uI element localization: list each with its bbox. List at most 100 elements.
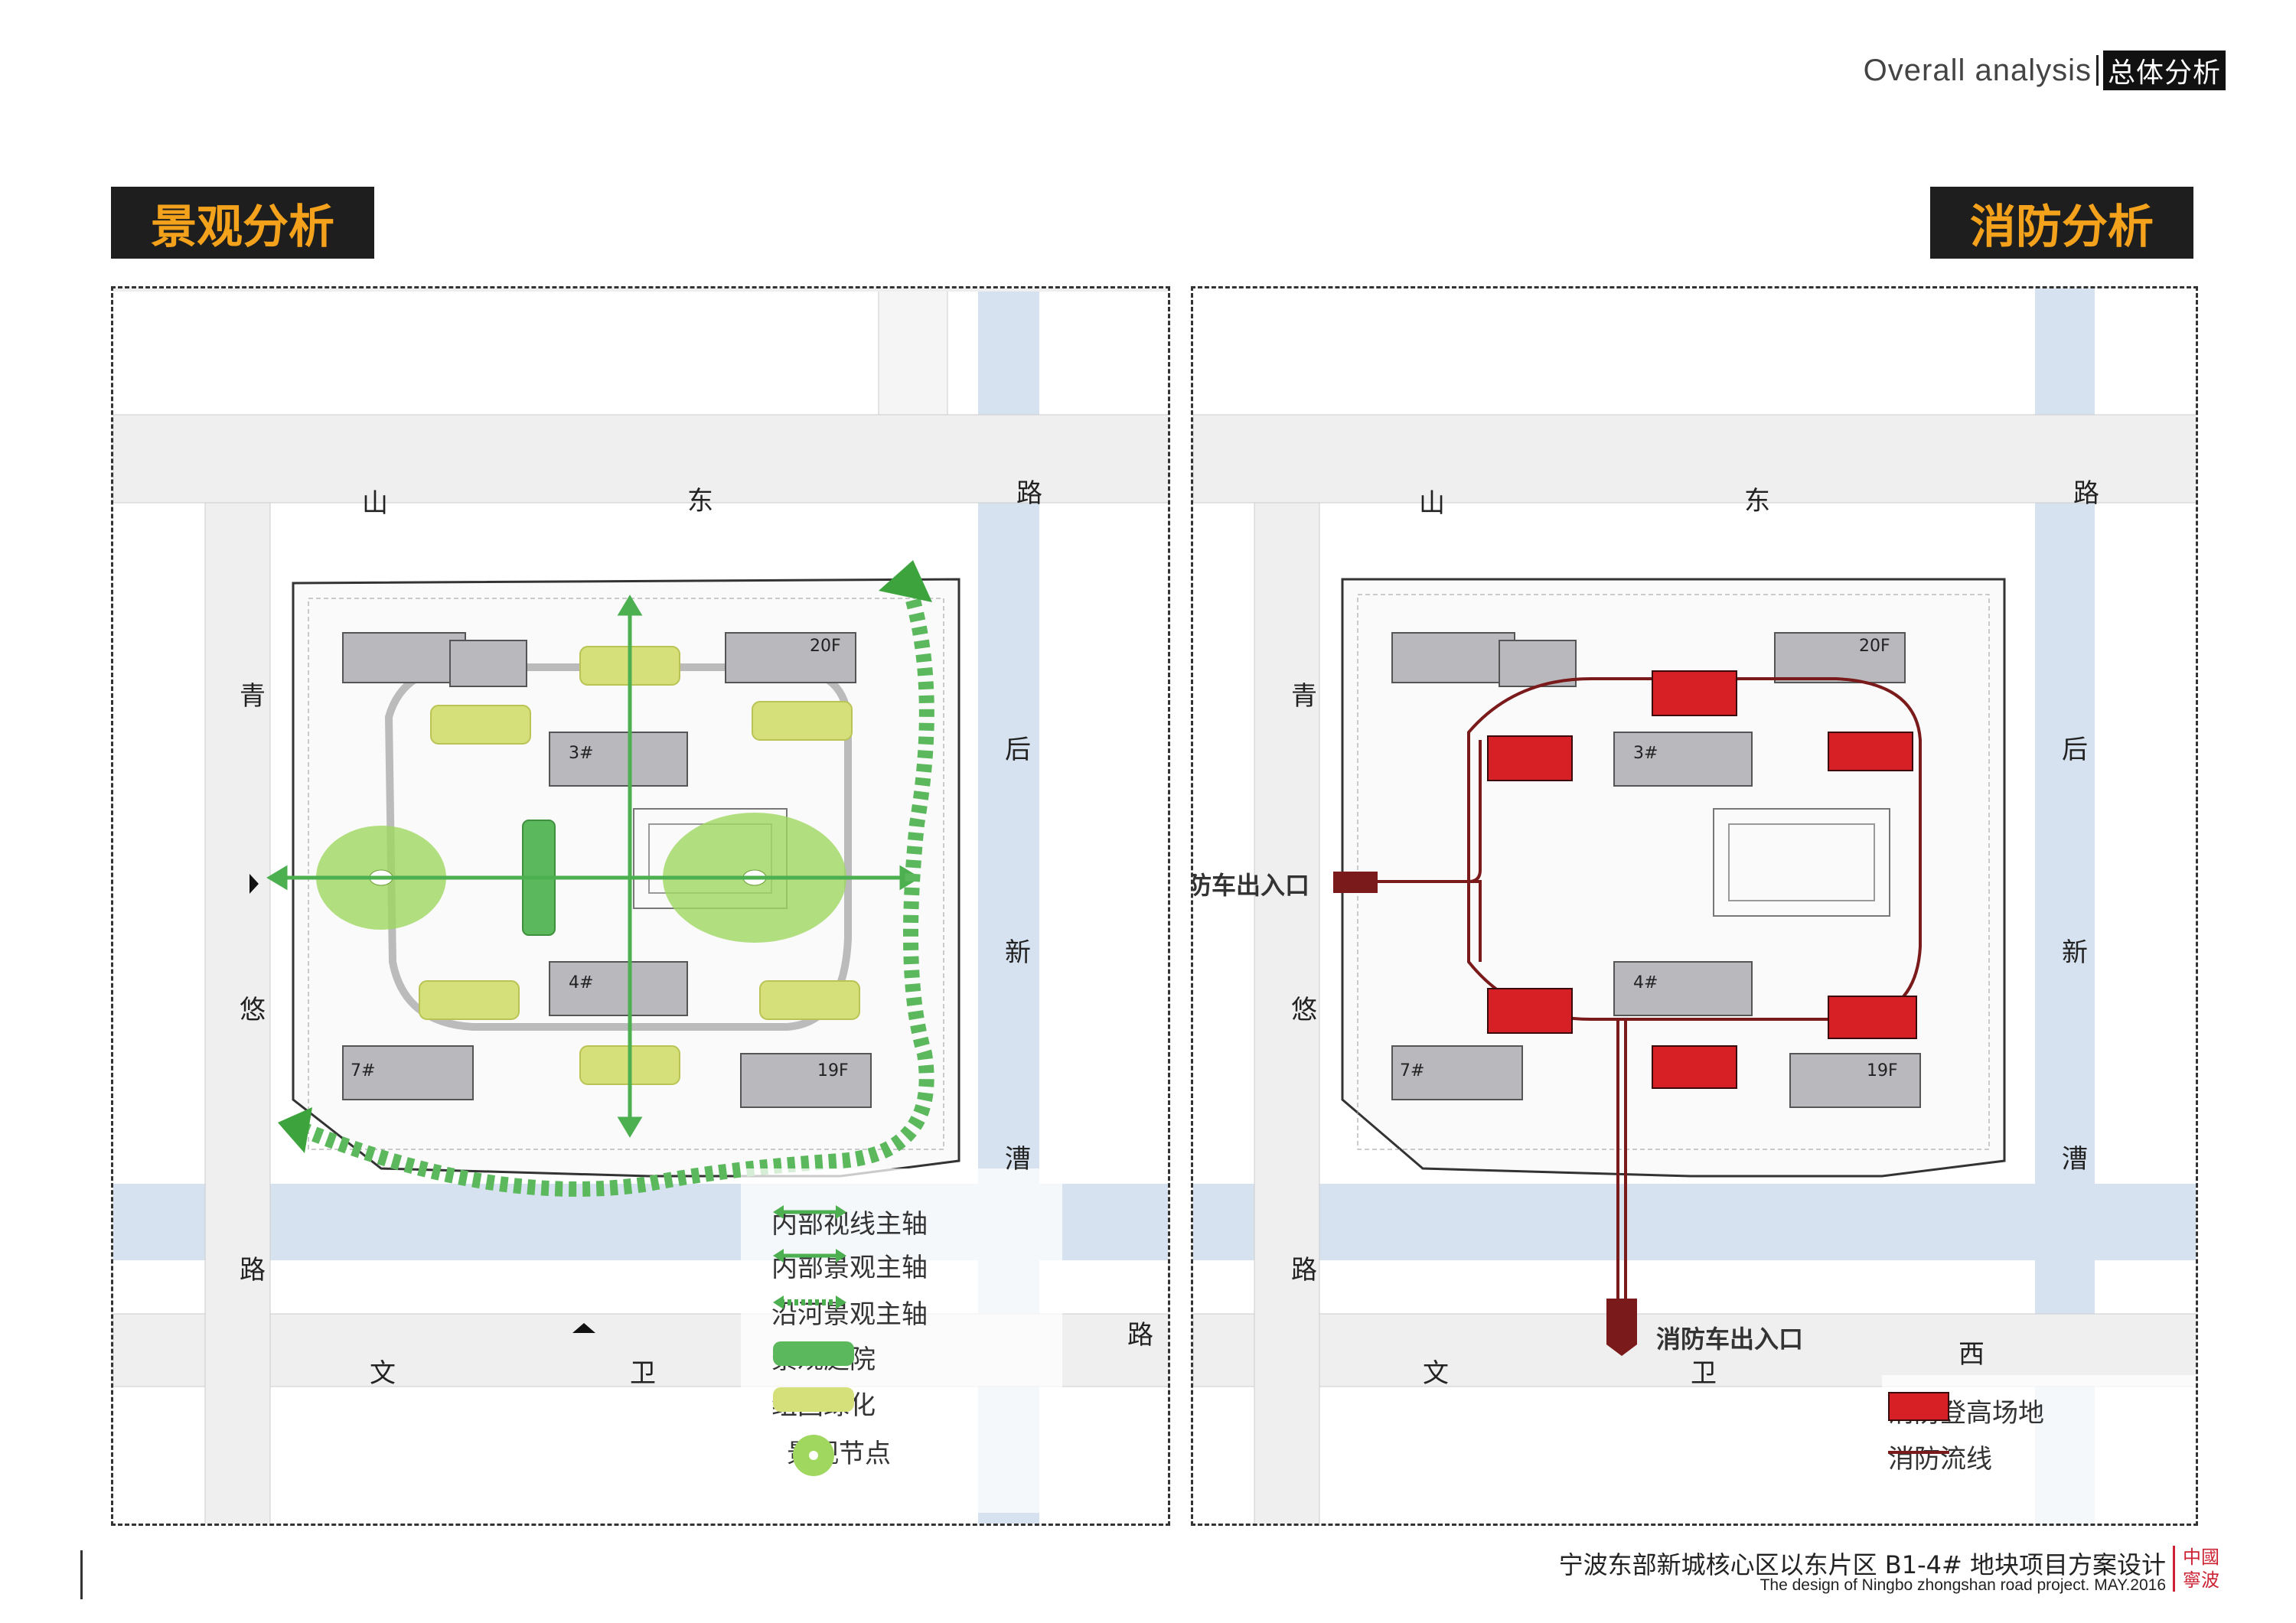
fire-pad-se xyxy=(1828,996,1917,1039)
road-houxincao-3: 漕 xyxy=(2062,1144,2088,1175)
header-title-cn: 总体分析 xyxy=(2102,51,2226,90)
road-qingyou-1: 青 xyxy=(1291,681,1317,712)
cluster-green-sw xyxy=(419,980,520,1020)
label-b20: 20F xyxy=(1859,637,1890,656)
legend-node-swatch xyxy=(793,1435,834,1476)
legend-riverside-axis: 沿河景观主轴 xyxy=(771,1293,928,1331)
legend-view-axis: 内部视线主轴 xyxy=(771,1203,928,1240)
fire-section-title: 消防分析 xyxy=(1930,187,2193,259)
page-header: Overall analysis 总体分析 xyxy=(1864,51,2226,90)
label-b4: 4# xyxy=(1633,973,1658,992)
road-stub-ne xyxy=(878,288,948,416)
building-b3 xyxy=(1613,732,1753,787)
road-shandong-3: 路 xyxy=(2073,478,2099,509)
road-wenwei-1: 文 xyxy=(1423,1358,1449,1389)
road-wenwei-3: 路 xyxy=(1127,1320,1153,1351)
legend-node: 景观节点 xyxy=(787,1432,891,1476)
entry-arrow-west xyxy=(249,874,259,894)
fire-pad-south xyxy=(1652,1045,1737,1089)
road-houxincao-1: 后 xyxy=(2062,735,2088,765)
label-b20: 20F xyxy=(810,637,841,656)
landscape-section-title: 景观分析 xyxy=(111,187,374,259)
legend-landscape-axis: 内部景观主轴 xyxy=(771,1247,928,1284)
fire-entry-south-label: 消防车出入口 xyxy=(1656,1325,1804,1354)
legend-cluster-green-swatch xyxy=(773,1387,854,1412)
building-b20 xyxy=(1774,632,1906,683)
legend-riverside-axis-swatch xyxy=(773,1295,846,1309)
road-wenwei-3: 西 xyxy=(1958,1339,1985,1370)
road-qingyou-2: 悠 xyxy=(1291,995,1317,1025)
seal-line-2: 寧波 xyxy=(2183,1569,2219,1591)
road-shandong-1: 山 xyxy=(1419,488,1445,519)
label-b7: 7# xyxy=(351,1061,376,1080)
seal-line-1: 中國 xyxy=(2183,1546,2219,1568)
landscape-panel: 3# 4# 7# 20F 19F 山 东 路 青 悠 路 后 新 漕 文 卫 路… xyxy=(111,286,1170,1526)
building-b4 xyxy=(1613,961,1753,1016)
internal-axes xyxy=(266,595,921,1138)
building-line xyxy=(308,598,944,1150)
river-south xyxy=(1193,1184,2196,1260)
label-b4: 4# xyxy=(569,973,594,992)
building-b9-wing xyxy=(449,640,527,687)
header-separator xyxy=(2095,55,2099,86)
buildings xyxy=(1391,632,1921,1108)
legend-courtyard: 景观庭院 xyxy=(771,1338,876,1376)
fire-entry-west-marker xyxy=(1333,872,1378,893)
cluster-green-se xyxy=(759,980,860,1020)
legend-fire-pad: 消防登高场地 xyxy=(1888,1392,2044,1429)
label-b3: 3# xyxy=(569,744,594,763)
legend-fire-route-swatch xyxy=(1888,1451,1949,1454)
road-shandong-2: 东 xyxy=(1744,486,1770,517)
entry-arrow-south xyxy=(572,1323,595,1333)
building-b7 xyxy=(342,1045,474,1100)
legend-courtyard-swatch xyxy=(773,1341,854,1366)
road-houxincao-3: 漕 xyxy=(1005,1144,1031,1175)
road-west xyxy=(1254,502,1320,1524)
road-qingyou-1: 青 xyxy=(240,681,266,712)
legend-landscape-axis-label: 内部景观主轴 xyxy=(771,1253,928,1283)
fire-panel: 3# 4# 7# 20F 19F 山 东 路 青 悠 路 后 新 漕 文 卫 西… xyxy=(1191,286,2198,1526)
road-shandong-3: 路 xyxy=(1016,478,1042,509)
road-qingyou-3: 路 xyxy=(240,1255,266,1286)
label-b7: 7# xyxy=(1400,1061,1425,1080)
road-houxincao-1: 后 xyxy=(1005,735,1031,765)
building-b4 xyxy=(549,961,688,1016)
fire-pad-sw xyxy=(1487,988,1573,1034)
cluster-green-ne xyxy=(752,701,853,741)
road-shandong-2: 东 xyxy=(687,486,713,517)
label-b19: 19F xyxy=(1867,1061,1898,1080)
legend-cluster-green: 组团绿化 xyxy=(771,1384,876,1422)
legend-view-axis-swatch xyxy=(773,1205,846,1219)
label-b3: 3# xyxy=(1633,744,1658,763)
road-south xyxy=(1193,1313,2196,1387)
building-b19 xyxy=(1789,1053,1921,1108)
building-b9-wing xyxy=(1499,640,1577,687)
fire-entry-west-label: 消防车出入口 xyxy=(1191,871,1310,900)
legend-fire-route-label: 消防流线 xyxy=(1888,1444,1992,1475)
building-line xyxy=(1357,594,1990,1150)
fire-pads xyxy=(1487,670,1917,1089)
footer-project-title: 宁波东部新城核心区以东片区 B1-4# 地块项目方案设计 xyxy=(1558,1550,2166,1579)
fire-entry-south-marker xyxy=(1606,1299,1637,1356)
road-wenwei-2: 卫 xyxy=(630,1358,656,1389)
road-north xyxy=(1193,414,2196,504)
building-b3 xyxy=(549,732,688,787)
header-title-en: Overall analysis xyxy=(1863,53,2092,87)
legend-fire-route: 消防流线 xyxy=(1888,1438,1992,1475)
landscape-site-plan xyxy=(113,288,1168,1524)
label-b19: 19F xyxy=(817,1061,849,1080)
road-houxincao-2: 新 xyxy=(2062,937,2088,968)
road-qingyou-2: 悠 xyxy=(240,995,266,1025)
road-houxincao-2: 新 xyxy=(1005,937,1031,968)
road-west xyxy=(204,502,271,1524)
legend-view-axis-label: 内部视线主轴 xyxy=(771,1209,928,1240)
building-b9 xyxy=(1391,632,1515,683)
building-b7 xyxy=(1391,1045,1523,1100)
road-north xyxy=(113,414,1168,504)
building-b20 xyxy=(725,632,856,683)
building-b9 xyxy=(342,632,466,683)
fire-pad-ne xyxy=(1828,732,1913,771)
building-b19 xyxy=(740,1053,872,1108)
cluster-green-nw xyxy=(430,705,531,745)
fire-site-plan xyxy=(1193,288,2196,1524)
